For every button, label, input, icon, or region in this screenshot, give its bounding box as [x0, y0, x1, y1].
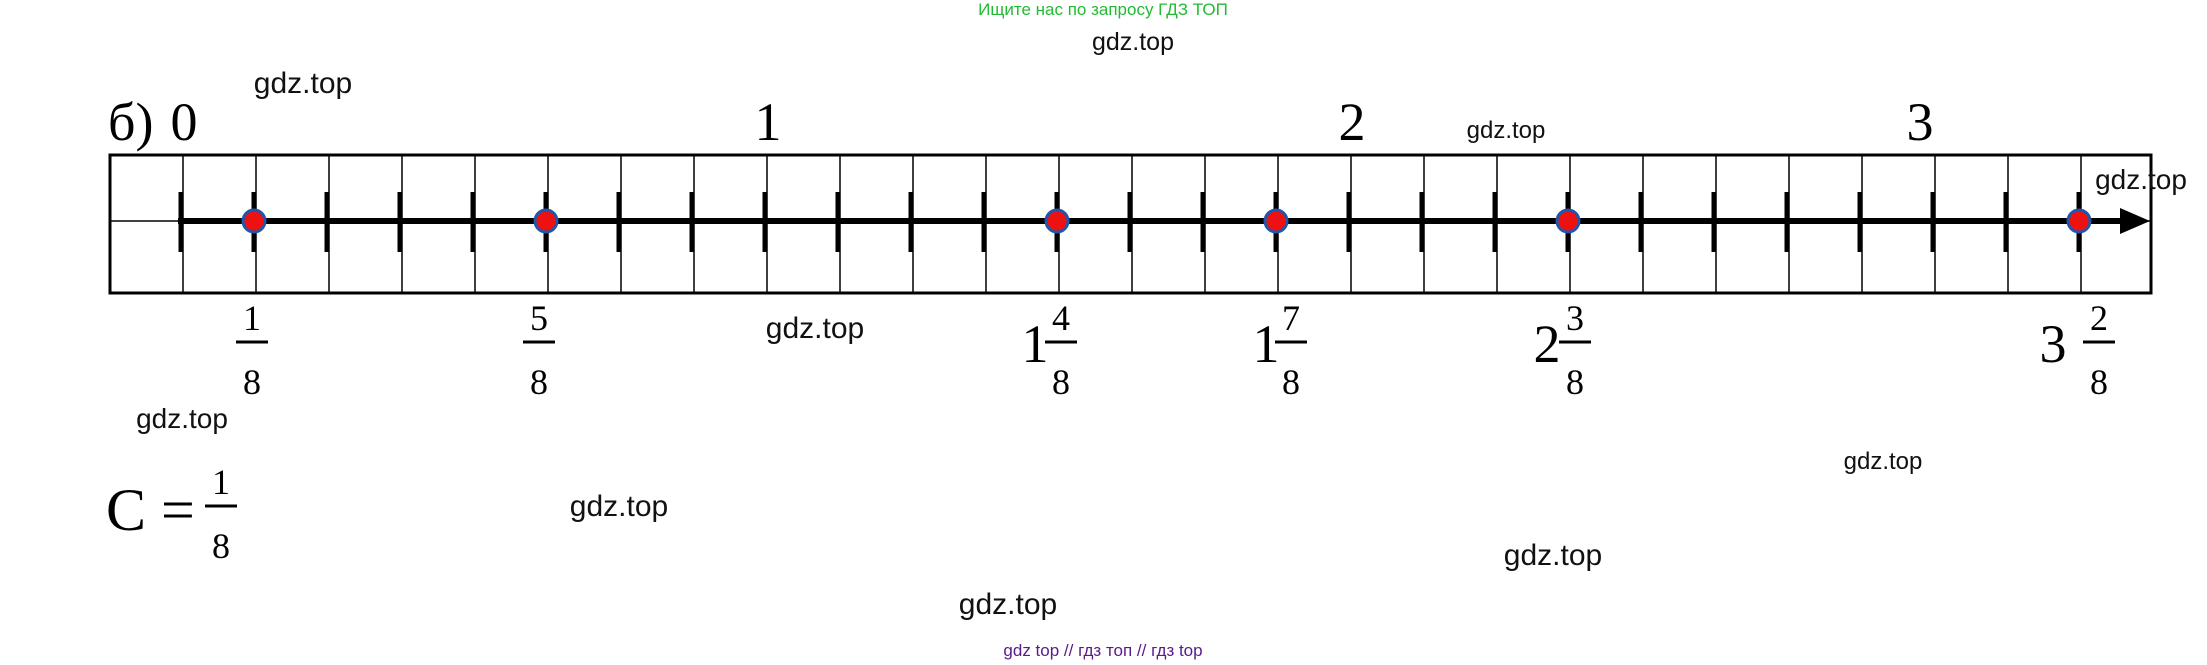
point-label-den: 8: [1282, 362, 1300, 402]
scale-den: 8: [212, 526, 230, 566]
point-label-num: 7: [1282, 298, 1300, 338]
point-marker-2: [533, 208, 559, 234]
point-label-whole: 1: [1253, 314, 1280, 374]
number-line: [178, 208, 2150, 234]
point-label-whole: 3: [2040, 314, 2067, 374]
number-label-2: 2: [1339, 92, 1366, 152]
watermark: gdz.top: [1844, 448, 1923, 475]
number-label-0: 0: [171, 92, 198, 152]
points: [241, 208, 2092, 234]
point-label-den: 8: [530, 362, 548, 402]
point-label-whole: 2: [1534, 314, 1561, 374]
number-label-3: 3: [1907, 92, 1934, 152]
grid-border: [108, 153, 2153, 295]
watermark: gdz.top: [136, 403, 228, 434]
point-label-num: 1: [243, 298, 261, 338]
point-label-num: 2: [2090, 298, 2108, 338]
point-label-den: 8: [1052, 362, 1070, 402]
scale-num: 1: [212, 462, 230, 502]
number-label-1: 1: [755, 92, 782, 152]
point-marker-6: [2066, 208, 2092, 234]
watermark: gdz.top: [766, 312, 864, 345]
arrow-head-icon: [2120, 208, 2150, 234]
footer-links[interactable]: gdz top // гдз топ // гдз top: [1003, 641, 1202, 660]
point-label-den: 8: [1566, 362, 1584, 402]
point-label-whole: 1: [1022, 314, 1049, 374]
watermark: gdz.top: [1504, 539, 1602, 572]
watermark: gdz.top: [959, 588, 1057, 621]
scale-letter: C: [106, 477, 146, 543]
point-label-den: 8: [2090, 362, 2108, 402]
point-label-num: 5: [530, 298, 548, 338]
watermark: gdz.top: [1092, 28, 1174, 56]
scale-equals: =: [161, 477, 195, 543]
watermark: gdz.top: [2095, 164, 2187, 195]
point-label-5: 2 3 8: [1534, 298, 1591, 402]
scale-equation: C = 1 8: [106, 462, 237, 566]
watermark: gdz.top: [254, 67, 352, 100]
point-label-num: 3: [1566, 298, 1584, 338]
point-marker-5: [1555, 208, 1581, 234]
point-label-den: 8: [243, 362, 261, 402]
point-label-3: 1 4 8: [1022, 298, 1077, 402]
point-label-4: 1 7 8: [1253, 298, 1307, 402]
watermark: gdz.top: [570, 490, 668, 523]
point-marker-3: [1044, 208, 1070, 234]
point-marker-4: [1263, 208, 1289, 234]
point-marker-1: [241, 208, 267, 234]
point-label-6: 3 2 8: [2040, 298, 2115, 402]
promo-text: Ищите нас по запросу ГДЗ ТОП: [978, 0, 1228, 19]
point-label-1: 1 8: [236, 298, 268, 402]
part-label: б): [108, 92, 153, 152]
watermark: gdz.top: [1467, 117, 1546, 144]
point-label-2: 5 8: [523, 298, 555, 402]
point-label-num: 4: [1052, 298, 1070, 338]
